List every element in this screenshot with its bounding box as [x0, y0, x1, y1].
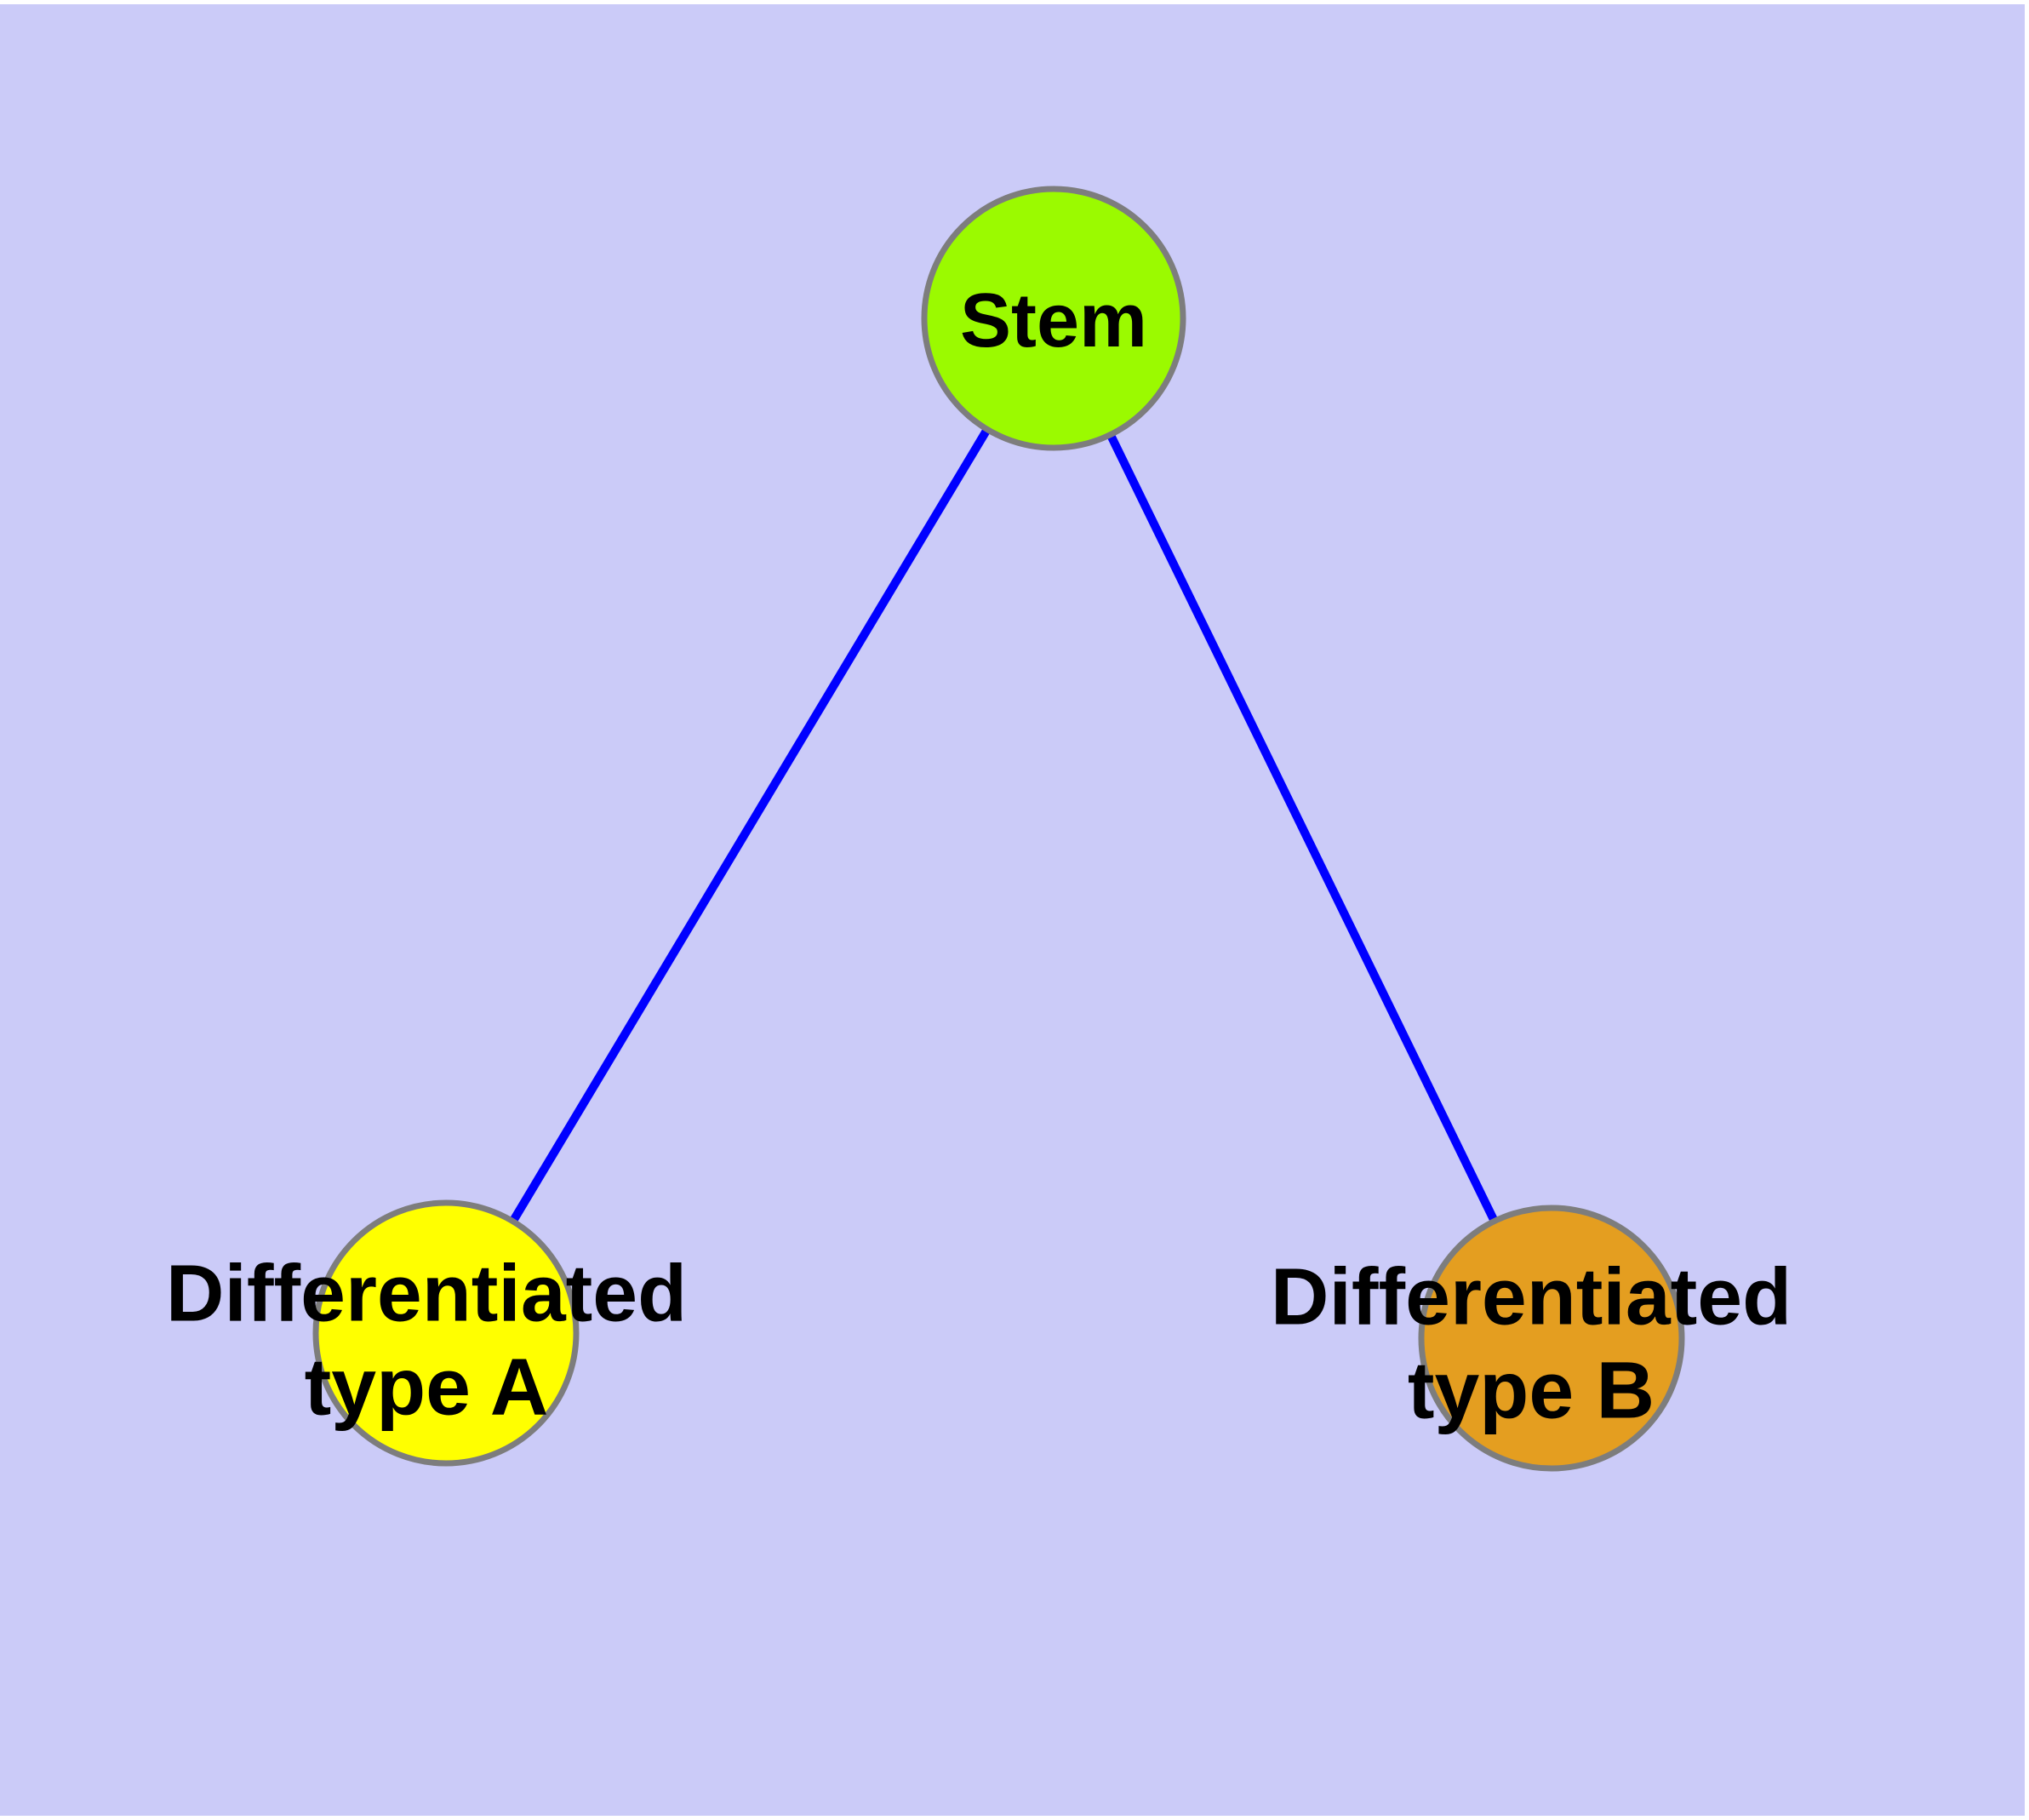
node-label-stem: Stem [960, 278, 1147, 363]
node-typeA [312, 1199, 580, 1467]
node-typeB [1418, 1205, 1685, 1472]
node-stem [921, 186, 1186, 451]
edge-stem-typeB [1049, 316, 1556, 1341]
edge-stem-typeA [442, 316, 1058, 1336]
